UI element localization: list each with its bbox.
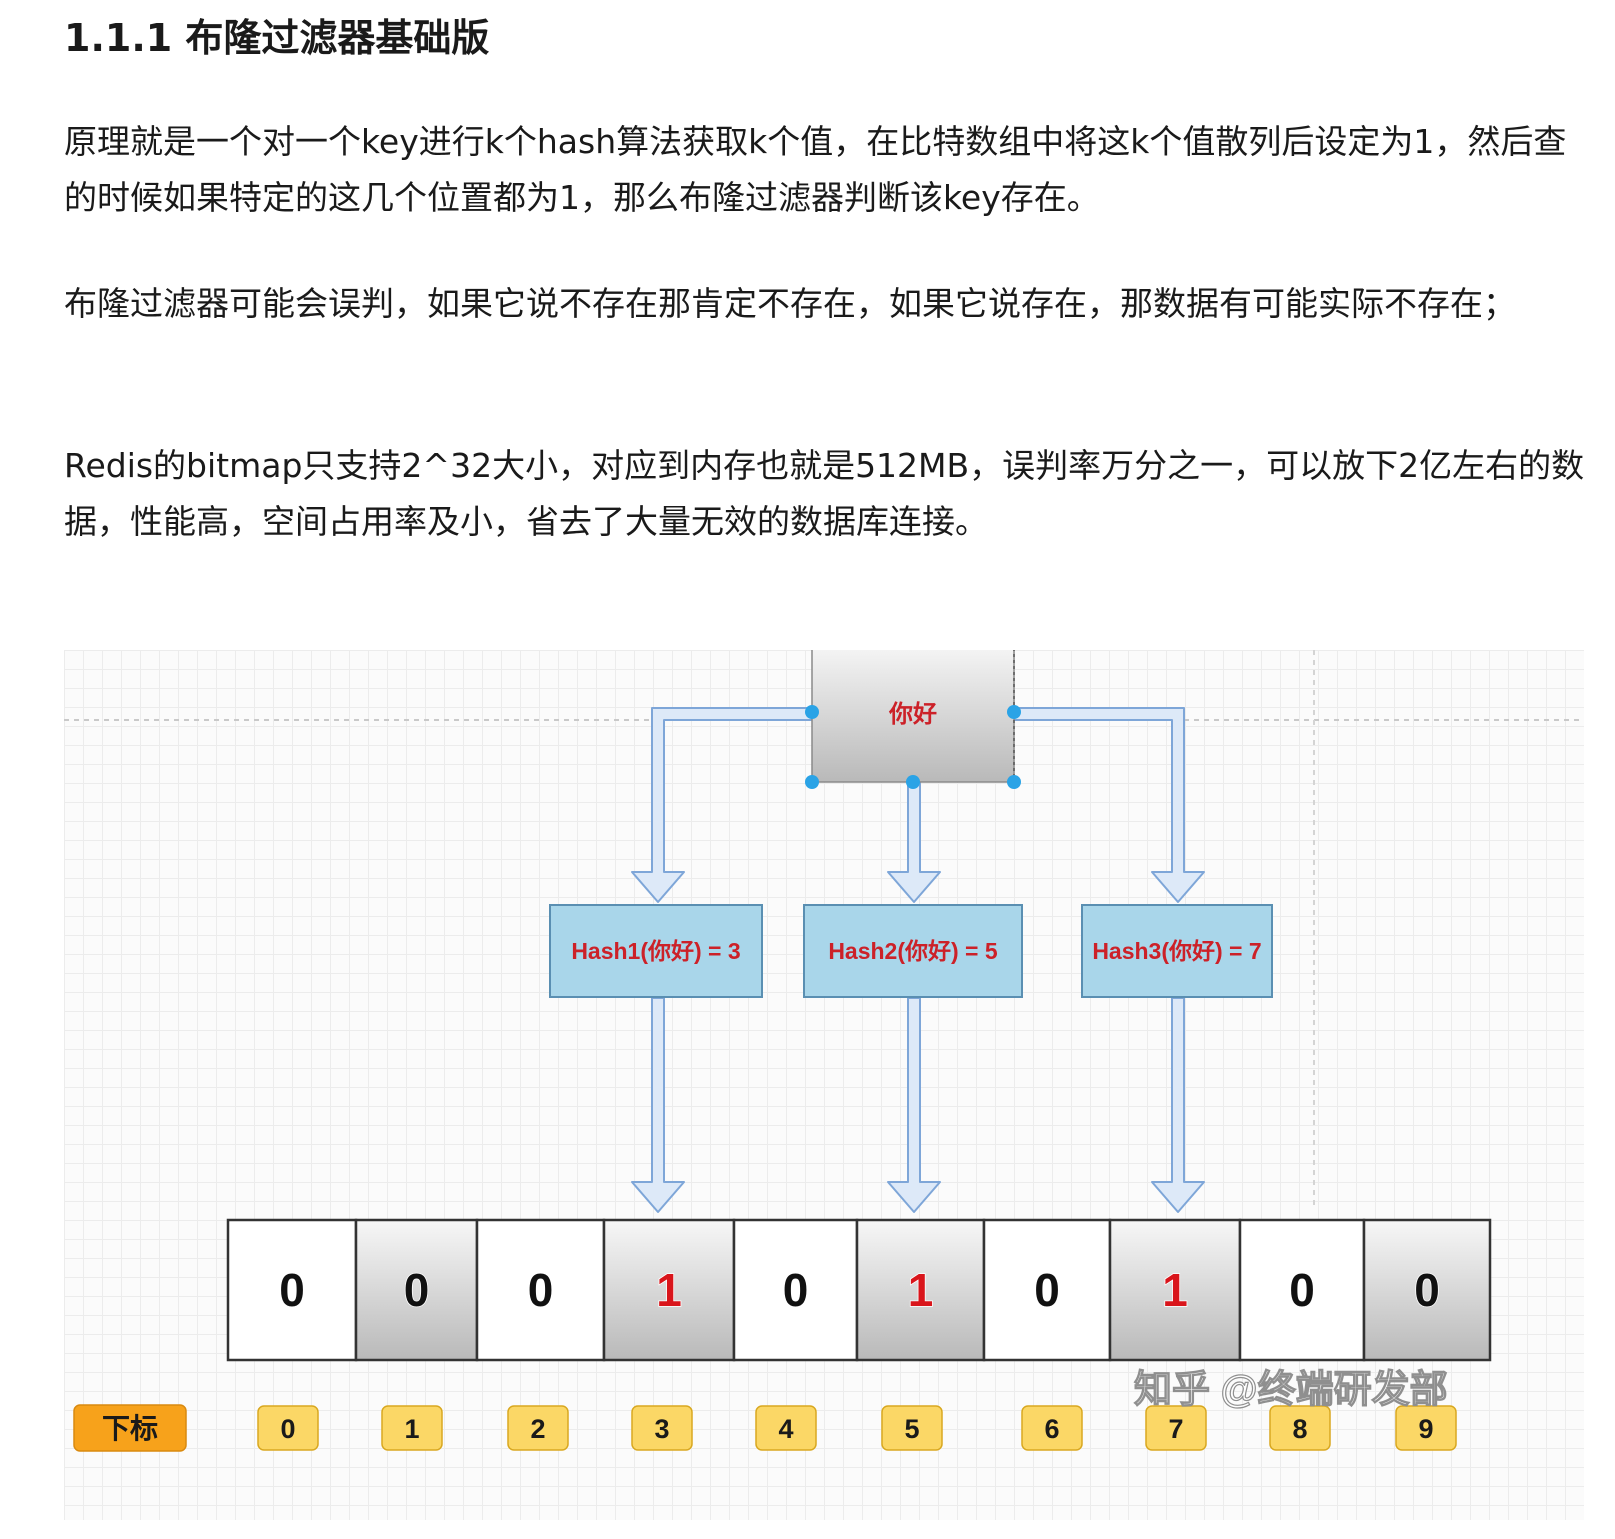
diagram-canvas: 你好 Hash1(你好) = 3 Hash2(你好) = 5 Hash3(你好) =… — [64, 650, 1584, 1452]
index-title: 下标 — [102, 1413, 158, 1444]
selection-handles — [805, 705, 1021, 789]
index-number: 3 — [654, 1414, 669, 1444]
selection-handle[interactable] — [1007, 775, 1021, 789]
selection-handle[interactable] — [805, 775, 819, 789]
bit-array: 0 0 0 1 0 1 0 1 0 0 — [226, 1218, 1492, 1362]
hash-function-label: Hash1(你好) = 3 — [571, 938, 740, 964]
bit-cell — [1108, 1218, 1242, 1362]
bit-value: 1 — [908, 1264, 934, 1316]
index-badge — [1395, 1405, 1457, 1451]
bit-cell — [475, 1218, 606, 1362]
bit-value: 0 — [783, 1264, 809, 1316]
index-badge — [381, 1405, 443, 1451]
hash-function-box[interactable] — [1081, 904, 1273, 998]
index-number: 6 — [1044, 1414, 1059, 1444]
selection-handle[interactable] — [906, 775, 920, 789]
bit-cell — [982, 1218, 1112, 1362]
arrow-hash2-to-bit5 — [887, 997, 941, 1213]
index-badge — [1269, 1405, 1331, 1451]
bit-cell — [226, 1218, 358, 1362]
index-number: 4 — [778, 1414, 793, 1444]
bit-cell — [855, 1218, 986, 1362]
bit-value: 0 — [528, 1264, 554, 1316]
hash-functions-group: Hash1(你好) = 3 Hash2(你好) = 5 Hash3(你好) = 7 — [549, 904, 1273, 998]
bit-value: 0 — [1034, 1264, 1060, 1316]
bit-value: 0 — [279, 1264, 305, 1316]
bit-cell — [1362, 1218, 1492, 1362]
index-badge — [257, 1405, 319, 1451]
bit-value: 0 — [1414, 1264, 1440, 1316]
index-badge — [881, 1405, 943, 1451]
selection-handle[interactable] — [1007, 705, 1021, 719]
index-row: 下标 0 1 2 3 4 5 6 7 8 9 — [73, 1404, 1457, 1452]
arrows-group — [631, 707, 1205, 1213]
bit-value: 0 — [1289, 1264, 1315, 1316]
index-badge — [755, 1405, 817, 1451]
index-number: 2 — [530, 1414, 545, 1444]
hash-function-label: Hash2(你好) = 5 — [828, 938, 998, 964]
hash-function-box[interactable] — [803, 904, 1023, 998]
bit-cell — [732, 1218, 859, 1362]
bit-cell — [354, 1218, 479, 1362]
index-number: 1 — [404, 1414, 419, 1444]
bit-value: 1 — [656, 1264, 682, 1316]
arrow-to-hash3 — [1013, 707, 1205, 903]
index-number: 5 — [904, 1414, 919, 1444]
index-badge — [507, 1405, 569, 1451]
arrow-hash1-to-bit3 — [631, 997, 685, 1213]
input-key-label: 你好 — [888, 701, 937, 728]
index-number: 0 — [280, 1414, 295, 1444]
index-number: 7 — [1168, 1414, 1183, 1444]
arrow-hash3-to-bit7 — [1151, 997, 1205, 1213]
index-number: 8 — [1292, 1414, 1307, 1444]
index-title-badge — [73, 1404, 187, 1452]
selection-handle[interactable] — [805, 705, 819, 719]
arrow-to-hash1 — [631, 707, 813, 903]
bit-cell — [1238, 1218, 1366, 1362]
watermark-text: 知乎 @终端研发部 — [1134, 1369, 1448, 1411]
bloom-filter-diagram: 你好 Hash1(你好) = 3 Hash2(你好) = 5 Hash3(你好) =… — [64, 650, 1584, 1520]
index-number: 9 — [1418, 1414, 1433, 1444]
bit-value: 0 — [404, 1264, 430, 1316]
paragraph-principle: 原理就是一个对一个key进行k个hash算法获取k个值，在比特数组中将这k个值散… — [64, 122, 1567, 217]
paragraph-redis-bitmap: Redis的bitmap只支持2^32大小，对应到内存也就是512MB，误判率万… — [64, 446, 1585, 541]
hash-function-label: Hash3(你好) = 7 — [1092, 938, 1261, 964]
hash-function-box[interactable] — [549, 904, 763, 998]
bit-value: 1 — [1162, 1264, 1188, 1316]
section-heading: 1.1.1 布隆过滤器基础版 — [64, 16, 490, 60]
index-badge — [1021, 1405, 1083, 1451]
paragraph-false-positive: 布隆过滤器可能会误判，如果它说不存在那肯定不存在，如果它说存在，那数据有可能实际… — [64, 284, 1516, 323]
index-badge — [1145, 1405, 1207, 1451]
index-badge — [631, 1405, 693, 1451]
arrow-to-hash2 — [887, 781, 941, 903]
